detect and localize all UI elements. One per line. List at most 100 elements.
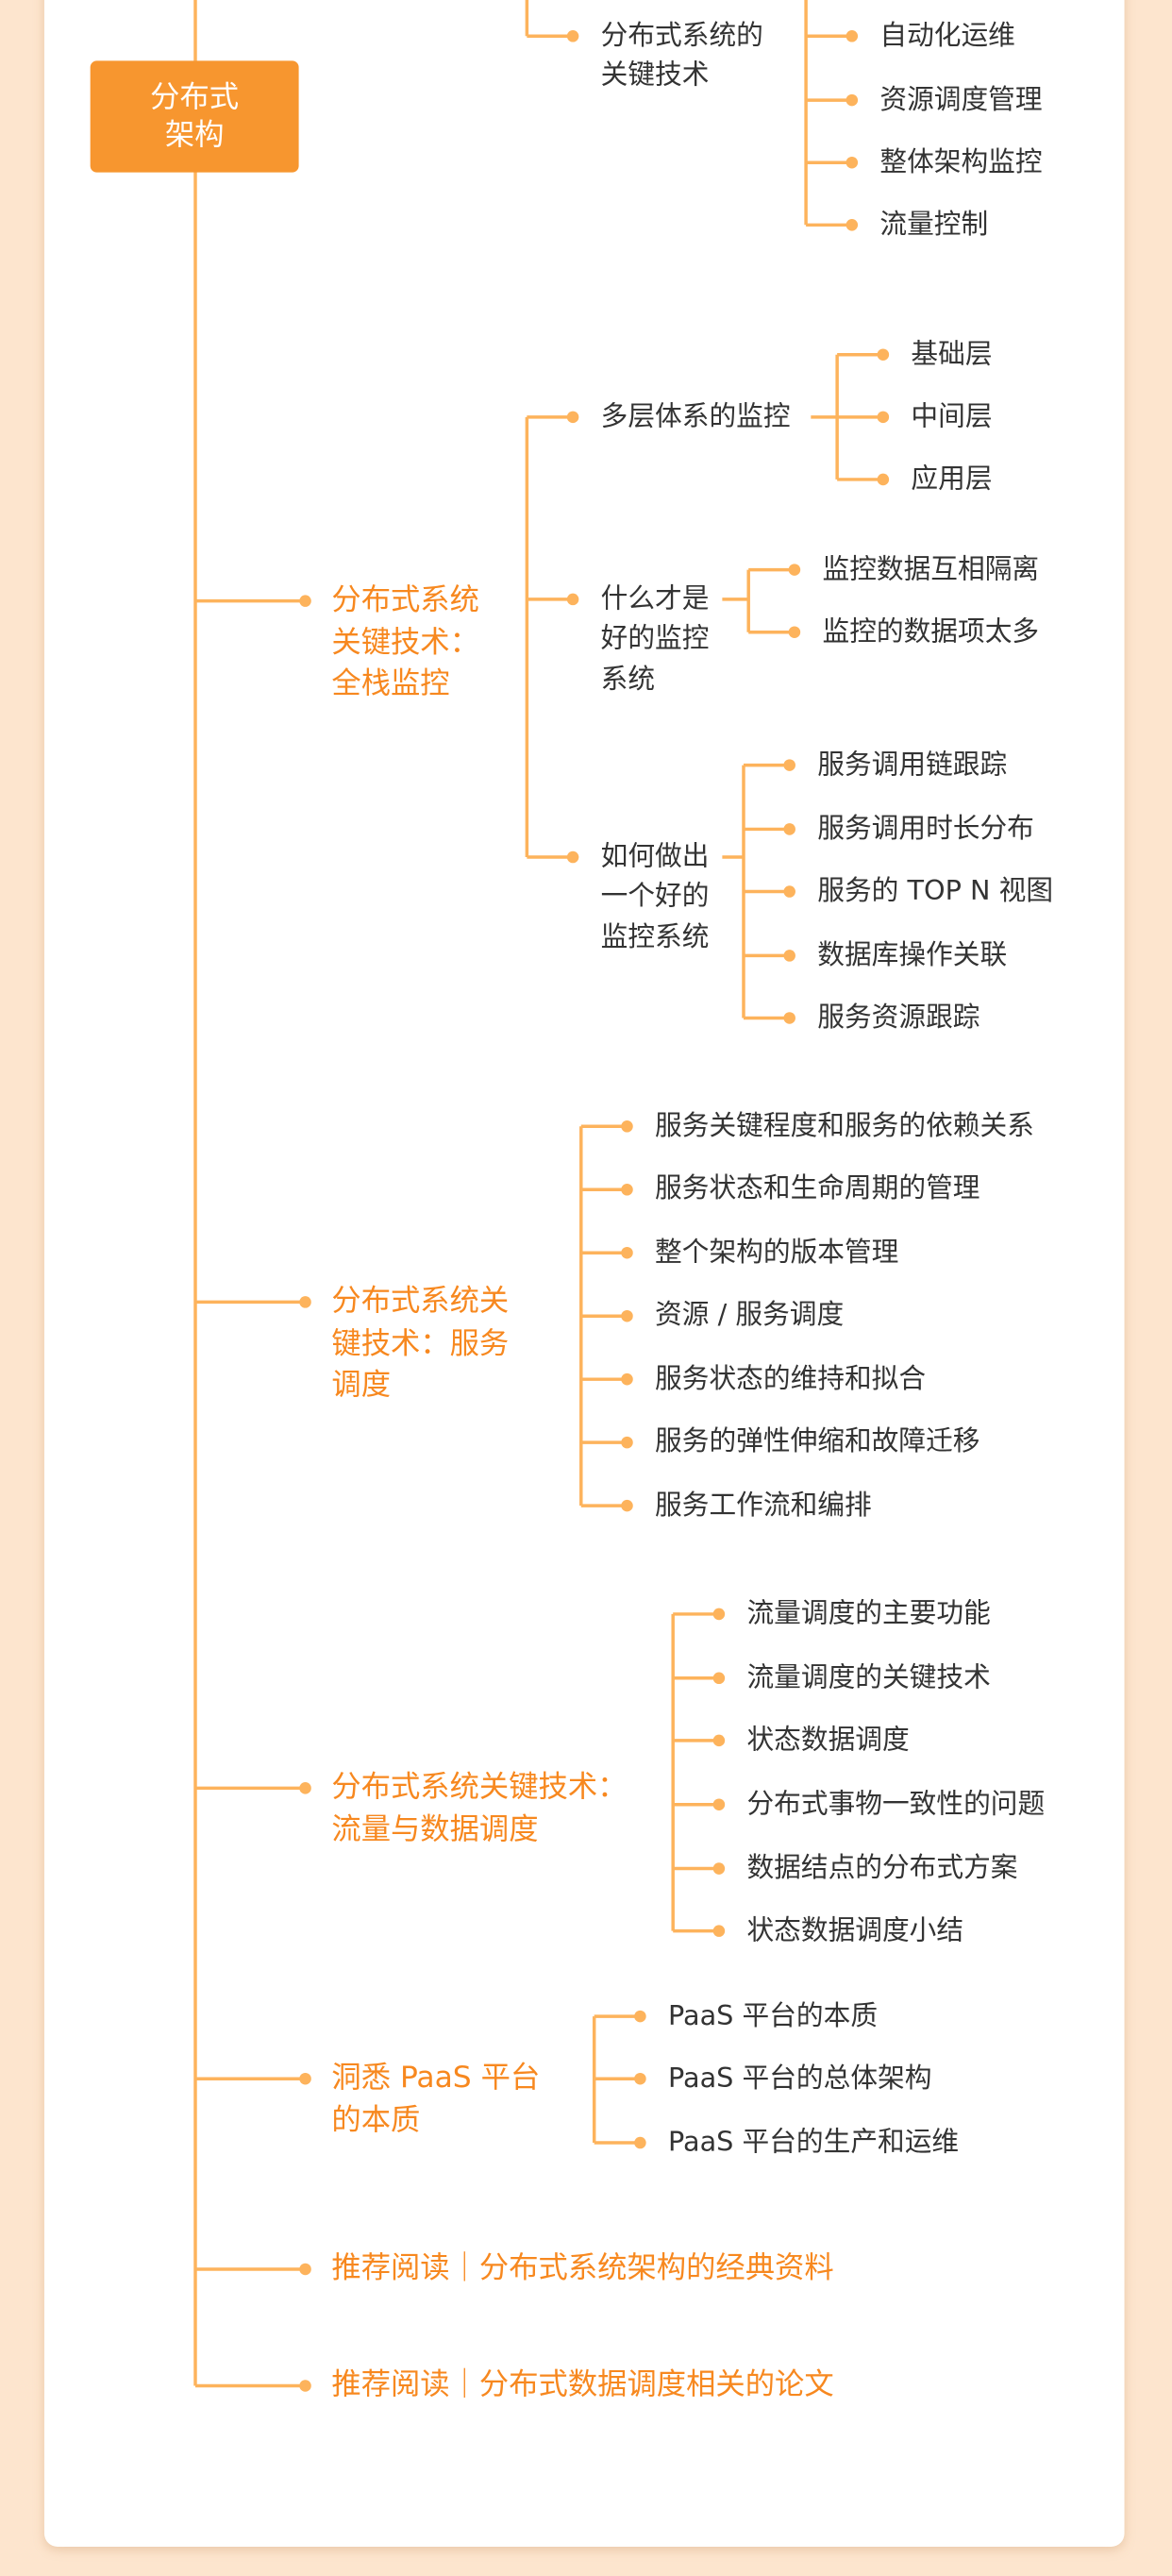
- node-label-line: 洞悉 PaaS 平台: [331, 2061, 541, 2096]
- node-dot: [299, 1296, 311, 1308]
- leaf-node[interactable]: 应用层: [911, 463, 993, 495]
- node-dot: [621, 1499, 633, 1512]
- node-label-line: 的本质: [331, 2102, 421, 2138]
- leaf-node[interactable]: 自动化运维: [879, 19, 1015, 51]
- subtopic-node[interactable]: 如何做出一个好的监控系统: [601, 837, 710, 958]
- leaf-node[interactable]: 服务关键程度和服务的依赖关系: [655, 1109, 1034, 1141]
- leaf-node[interactable]: 服务的弹性伸缩和故障迁移: [655, 1425, 980, 1457]
- node-dot: [299, 2380, 311, 2392]
- subtopic-node[interactable]: 分布式系统的关键技术: [601, 16, 763, 96]
- node-dot: [634, 2010, 646, 2023]
- node-dot: [846, 156, 859, 169]
- leaf-node[interactable]: 资源调度管理: [879, 83, 1043, 115]
- topic-node[interactable]: 分布式系统关键技术：服务调度: [331, 1281, 509, 1406]
- node-label-line: 分布式系统的: [600, 19, 763, 51]
- topic-node[interactable]: 分布式系统关键技术： 流量与数据调度: [331, 1767, 627, 1851]
- node-label-line: 什么才是: [600, 582, 710, 615]
- topic-node[interactable]: 推荐阅读｜分布式数据调度相关的论文: [331, 2365, 833, 2406]
- leaf-node[interactable]: PaaS 平台的本质: [667, 1999, 879, 2031]
- leaf-node[interactable]: 中间层: [911, 400, 993, 432]
- leaf-node[interactable]: 流量调度的关键技术: [746, 1660, 991, 1692]
- leaf-node[interactable]: 服务调用时长分布: [817, 812, 1034, 844]
- leaf-node[interactable]: 整个架构的版本管理: [655, 1236, 899, 1268]
- node-dot: [783, 885, 795, 898]
- root-label-line: 架构: [164, 118, 225, 153]
- node-dot: [712, 1862, 726, 1875]
- leaf-node[interactable]: PaaS 平台的生产和运维: [667, 2126, 960, 2158]
- root-label-line: 分布式: [150, 80, 240, 115]
- leaf-node[interactable]: 服务调用链跟踪: [817, 748, 1008, 780]
- node-label-line: 键技术：服务: [331, 1326, 510, 1361]
- node-dot: [783, 823, 795, 835]
- subtopic-node[interactable]: 什么才是好的监控系统: [601, 580, 710, 700]
- leaf-node[interactable]: 数据库操作关联: [817, 938, 1008, 970]
- node-dot: [634, 2136, 646, 2149]
- node-dot: [299, 2263, 311, 2276]
- node-dot: [621, 1246, 633, 1259]
- node-dot: [783, 759, 795, 771]
- node-dot: [783, 950, 795, 962]
- node-label-line: 推荐阅读｜分布式数据调度相关的论文: [331, 2367, 834, 2403]
- node-label-line: 关键技术：: [331, 625, 479, 660]
- leaf-node[interactable]: PaaS 平台的总体架构: [667, 2062, 932, 2094]
- node-label-line: 分布式系统关键技术：: [331, 1770, 628, 1806]
- leaf-node[interactable]: 服务状态和生命周期的管理: [655, 1172, 980, 1204]
- root-node[interactable]: 分布式 架构: [90, 60, 299, 173]
- node-dot: [712, 1608, 726, 1621]
- topic-node[interactable]: 分布式系统关键技术： 全栈监控: [331, 580, 479, 705]
- topic-node[interactable]: 推荐阅读｜分布式系统架构的经典资料: [331, 2248, 833, 2290]
- node-dot: [783, 1012, 795, 1024]
- node-dot: [877, 348, 890, 361]
- leaf-node[interactable]: 流量调度的主要功能: [746, 1597, 991, 1629]
- node-dot: [712, 1925, 726, 1937]
- node-label-line: 关键技术: [600, 59, 710, 92]
- subtopic-node[interactable]: 多层体系的监控: [601, 397, 791, 438]
- node-dot: [712, 1672, 726, 1685]
- leaf-node[interactable]: 服务的 TOP N 视图: [817, 874, 1054, 906]
- node-label-line: 全栈监控: [331, 666, 450, 702]
- node-dot: [299, 595, 311, 607]
- node-label-line: 调度: [331, 1368, 392, 1403]
- leaf-node[interactable]: 监控的数据项太多: [822, 615, 1040, 647]
- leaf-node[interactable]: 流量控制: [879, 208, 989, 240]
- leaf-node[interactable]: 状态数据调度: [746, 1724, 910, 1756]
- node-dot: [846, 93, 859, 107]
- leaf-node[interactable]: 资源 / 服务调度: [655, 1299, 845, 1331]
- node-dot: [877, 473, 890, 486]
- node-label-line: 系统: [600, 663, 656, 695]
- leaf-node[interactable]: 整体架构监控: [879, 145, 1043, 177]
- leaf-node[interactable]: 数据结点的分布式方案: [746, 1851, 1018, 1883]
- leaf-node[interactable]: 状态数据调度小结: [746, 1913, 964, 1945]
- node-label-line: 好的监控: [600, 622, 710, 654]
- node-dot: [566, 30, 579, 42]
- leaf-node[interactable]: 监控数据互相隔离: [822, 552, 1040, 584]
- node-dot: [621, 1372, 633, 1386]
- node-dot: [846, 219, 859, 231]
- node-label-line: 多层体系的监控: [600, 400, 791, 432]
- node-dot: [877, 411, 890, 424]
- node-dot: [788, 564, 801, 576]
- node-dot: [788, 626, 801, 638]
- leaf-node[interactable]: 服务状态的维持和拟合: [655, 1362, 927, 1394]
- leaf-node[interactable]: 服务工作流和编排: [655, 1489, 872, 1521]
- node-label-line: 分布式系统: [331, 582, 479, 618]
- node-label-line: 流量与数据调度: [331, 1811, 539, 1847]
- leaf-node[interactable]: 服务资源跟踪: [817, 1001, 980, 1033]
- node-label-line: 推荐阅读｜分布式系统架构的经典资料: [331, 2251, 834, 2286]
- node-label-line: 如何做出: [600, 840, 710, 872]
- node-dot: [621, 1184, 633, 1196]
- node-dot: [621, 1309, 633, 1322]
- node-dot: [712, 1734, 726, 1747]
- node-dot: [712, 1798, 726, 1810]
- node-dot: [566, 411, 579, 424]
- node-dot: [566, 850, 579, 864]
- node-dot: [621, 1436, 633, 1449]
- node-dot: [299, 1782, 311, 1794]
- node-label-line: 一个好的: [600, 880, 710, 912]
- topic-node[interactable]: 洞悉 PaaS 平台的本质: [331, 2058, 540, 2142]
- leaf-node[interactable]: 基础层: [911, 337, 993, 369]
- leaf-node[interactable]: 分布式事物一致性的问题: [746, 1787, 1046, 1819]
- node-dot: [566, 593, 579, 606]
